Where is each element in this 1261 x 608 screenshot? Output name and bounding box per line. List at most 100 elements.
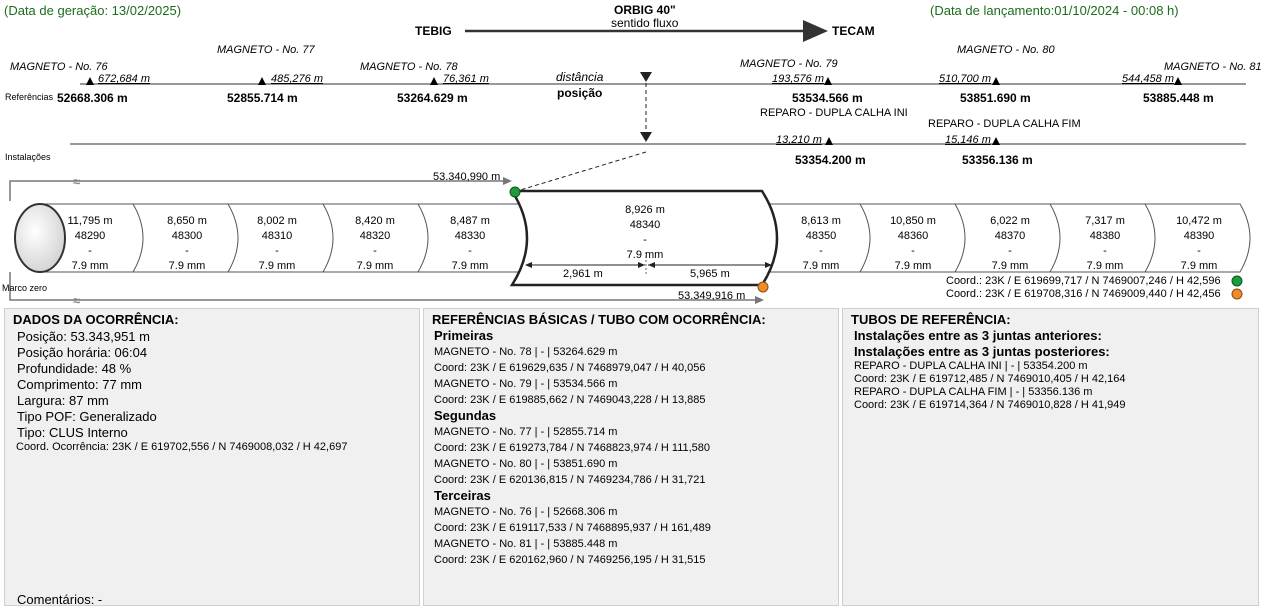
tube-thickness: 7.9 mm	[802, 260, 840, 272]
tube-thickness: 7.9 mm	[71, 260, 109, 272]
magnet-79-name: MAGNETO - No. 79	[740, 58, 838, 70]
reference-line: MAGNETO - No. 76 | - | 52668.306 m	[434, 506, 618, 518]
reference-line: Coord: 23K / E 620162,960 / N 7469256,19…	[434, 554, 706, 566]
tube-sep: -	[1197, 245, 1201, 257]
references-third-heading: Terceiras	[434, 488, 491, 503]
right-segment-arrow-left-icon	[648, 262, 655, 268]
references-list: Primeiras MAGNETO - No. 78 | - | 53264.6…	[434, 328, 711, 568]
magnet-78-position: 53264.629 m	[397, 91, 468, 105]
occurrence-position-marker-icon	[640, 72, 652, 82]
reference-tubes-panel: TUBOS DE REFERÊNCIA: Instalações entre a…	[842, 308, 1259, 606]
orange-marker-icon[interactable]	[757, 281, 769, 293]
top-distance-value: 53.340,990 m	[433, 171, 501, 183]
flow-label: sentido fluxo	[611, 16, 679, 30]
magnet-81-marker-icon	[1174, 77, 1182, 85]
tube-sep: -	[88, 245, 92, 257]
tube-sep: -	[468, 245, 472, 257]
legend-green-marker-icon	[1231, 275, 1243, 287]
reference-line: MAGNETO - No. 80 | - | 53851.690 m	[434, 458, 618, 470]
installation-ini-name: REPARO - DUPLA CALHA INI	[760, 107, 908, 119]
occurrence-details: Posição: 53.343,951 m Posição horária: 0…	[17, 329, 157, 441]
magnet-76-name: MAGNETO - No. 76	[10, 61, 108, 73]
tube-48370[interactable]: 6,022 m 48370 - 7.9 mm	[980, 214, 1040, 274]
right-segment-value: 5,965 m	[690, 268, 730, 280]
reference-line: Coord: 23K / E 620136,815 / N 7469234,78…	[434, 474, 706, 486]
occurrence-panel: DADOS DA OCORRÊNCIA: Posição: 53.343,951…	[4, 308, 420, 607]
tube-id: 48340	[629, 219, 661, 231]
legend-orange-marker-icon	[1231, 288, 1243, 300]
tube-length: 6,022 m	[990, 215, 1030, 227]
occurrence-clock-position: Posição horária: 06:04	[17, 345, 148, 360]
tube-id: 48300	[171, 230, 203, 242]
magnet-80-name: MAGNETO - No. 80	[957, 44, 1055, 56]
magnet-78-name: MAGNETO - No. 78	[360, 61, 458, 73]
installation-line: Coord: 23K / E 619714,364 / N 7469010,82…	[854, 399, 1126, 411]
magnet-81-name: MAGNETO - No. 81	[1164, 61, 1261, 73]
left-segment-value: 2,961 m	[563, 268, 603, 280]
tube-48320[interactable]: 8,420 m 48320 - 7.9 mm	[345, 214, 405, 274]
tube-length: 8,487 m	[450, 215, 490, 227]
tube-thickness: 7.9 mm	[1086, 260, 1124, 272]
tube-48390[interactable]: 10,472 m 48390 - 7.9 mm	[1169, 214, 1229, 274]
tube-48300[interactable]: 8,650 m 48300 - 7.9 mm	[157, 214, 217, 274]
tube-48360[interactable]: 10,850 m 48360 - 7.9 mm	[883, 214, 943, 274]
installation-ini-marker-icon	[825, 137, 833, 145]
tube-48380[interactable]: 7,317 m 48380 - 7.9 mm	[1075, 214, 1135, 274]
magnet-80-distance: 510,700 m	[939, 73, 991, 85]
installation-ini-distance: 13,210 m	[776, 134, 822, 146]
tube-length: 10,850 m	[890, 215, 936, 227]
magnet-78-distance: 76,361 m	[443, 73, 489, 85]
green-marker-coord: Coord.: 23K / E 619699,717 / N 7469007,2…	[946, 275, 1221, 287]
magnet-76-position: 52668.306 m	[57, 91, 128, 105]
magnet-80-position: 53851.690 m	[960, 91, 1031, 105]
destination-label: TECAM	[832, 24, 875, 38]
installation-fim-marker-icon	[992, 137, 1000, 145]
occurrence-width: Largura: 87 mm	[17, 393, 109, 408]
reference-line: Coord: 23K / E 619885,662 / N 7469043,22…	[434, 394, 706, 406]
joint-8	[1049, 203, 1061, 273]
tube-thickness: 7.9 mm	[1180, 260, 1218, 272]
tube-48330[interactable]: 8,487 m 48330 - 7.9 mm	[440, 214, 500, 274]
left-segment-arrow-left-icon	[525, 262, 532, 268]
joint-9	[1144, 203, 1156, 273]
tube-length: 8,650 m	[167, 215, 207, 227]
tube-thickness: 7.9 mm	[168, 260, 206, 272]
magnet-79-position: 53534.566 m	[792, 91, 863, 105]
tube-48340[interactable]: 8,926 m 48340 - 7.9 mm	[615, 203, 675, 263]
tube-48290[interactable]: 11,795 m 48290 - 7.9 mm	[60, 214, 120, 274]
tube-thickness: 7.9 mm	[894, 260, 932, 272]
break-symbol-bottom-icon: ≈	[73, 293, 80, 308]
tube-sep: -	[373, 245, 377, 257]
green-marker-icon[interactable]	[509, 186, 521, 198]
reference-line: MAGNETO - No. 81 | - | 53885.448 m	[434, 538, 618, 550]
reference-tubes-title: TUBOS DE REFERÊNCIA:	[851, 312, 1011, 327]
occurrence-down-arrow-icon	[640, 132, 652, 142]
magnet-77-position: 52855.714 m	[227, 91, 298, 105]
magnet-79-distance: 193,576 m	[772, 73, 824, 85]
break-symbol-top-icon: ≈	[73, 174, 80, 189]
reference-tubes-list: Instalações entre as 3 juntas anteriores…	[854, 328, 1126, 412]
reference-line: MAGNETO - No. 78 | - | 53264.629 m	[434, 346, 618, 358]
bottom-distance-line	[9, 272, 758, 301]
magnet-77-marker-icon	[258, 77, 266, 85]
installations-before-heading: Instalações entre as 3 juntas anteriores…	[854, 328, 1102, 343]
tube-id: 48360	[897, 230, 929, 242]
tube-length: 11,795 m	[67, 215, 113, 227]
magnet-78-marker-icon	[430, 77, 438, 85]
bottom-distance-value: 53.349,916 m	[678, 290, 746, 302]
tube-thickness: 7.9 mm	[991, 260, 1029, 272]
tube-sep: -	[911, 245, 915, 257]
occurrence-type: Tipo: CLUS Interno	[17, 425, 128, 440]
reference-line: MAGNETO - No. 77 | - | 52855.714 m	[434, 426, 618, 438]
tube-48350[interactable]: 8,613 m 48350 - 7.9 mm	[791, 214, 851, 274]
top-distance-arrow-icon	[503, 177, 512, 185]
occurrence-coord: Coord. Ocorrência: 23K / E 619702,556 / …	[16, 441, 348, 453]
pipeline-diagram: ≈ ≈	[9, 20, 1251, 308]
tube-length: 8,420 m	[355, 215, 395, 227]
tube-length: 10,472 m	[1176, 215, 1222, 227]
magnet-76-marker-icon	[86, 77, 94, 85]
flow-arrow-icon	[803, 20, 828, 42]
tube-length: 8,613 m	[801, 215, 841, 227]
tube-48310[interactable]: 8,002 m 48310 - 7.9 mm	[247, 214, 307, 274]
tube-sep: -	[643, 234, 647, 246]
